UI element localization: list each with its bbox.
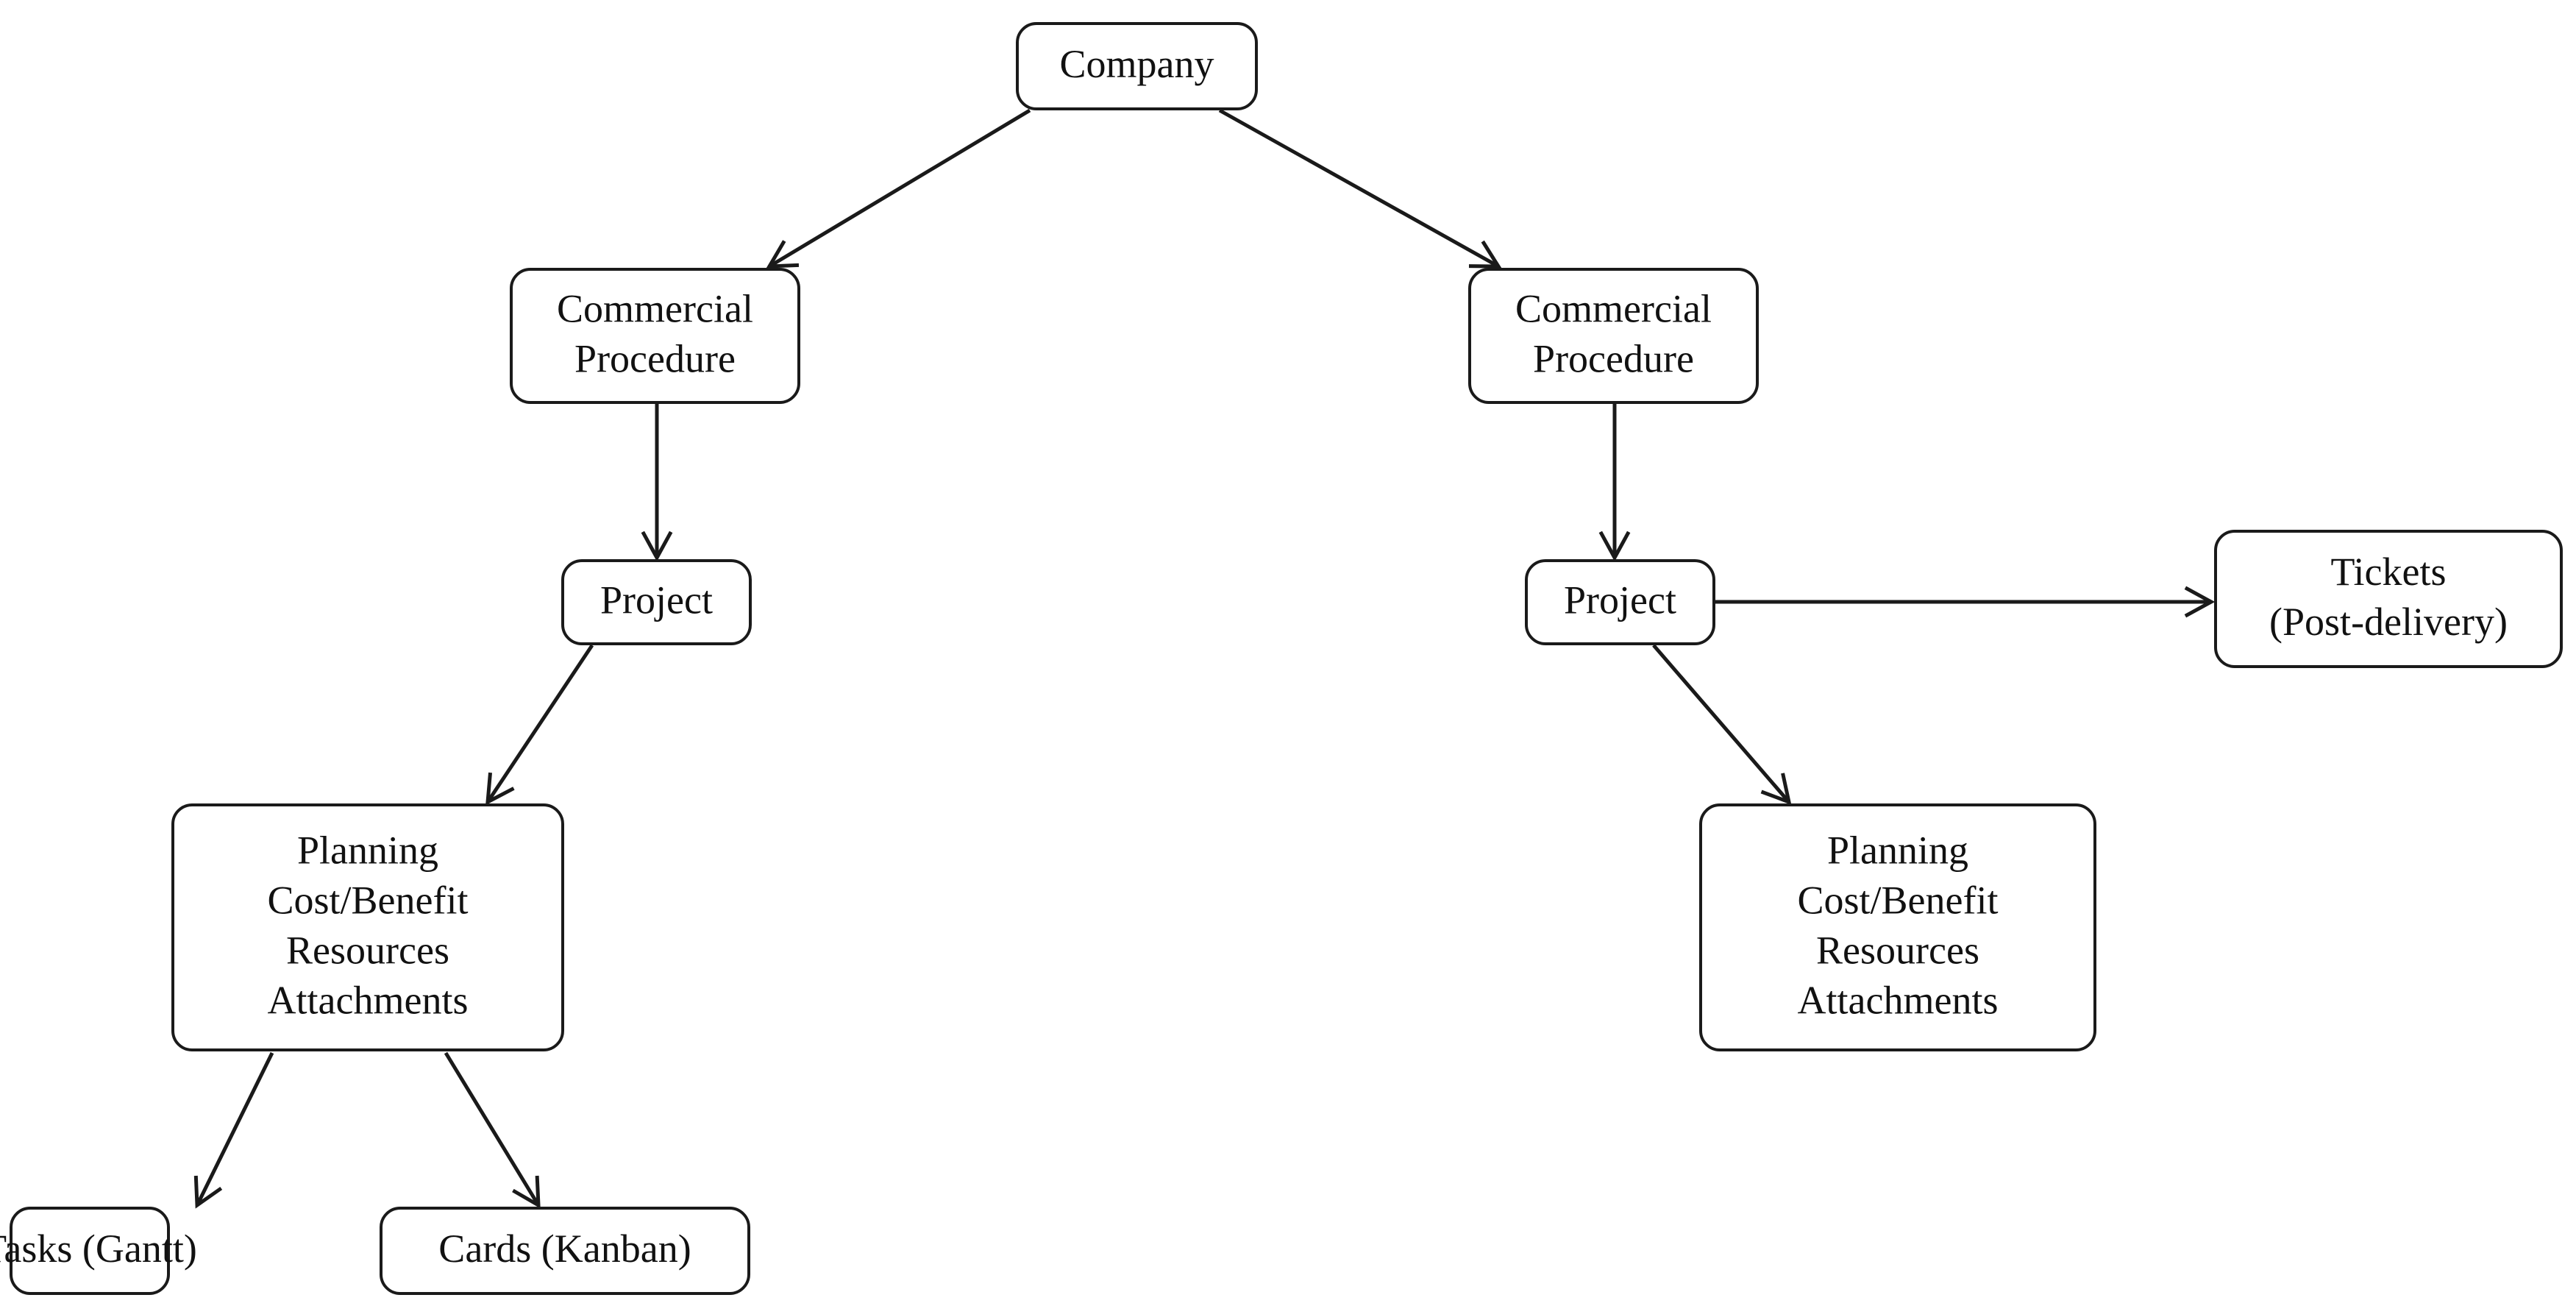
tasks-gantt-node-label-line-0: Tasks (Gantt) bbox=[0, 1227, 197, 1271]
planning-right-node-label-line-2: Resources bbox=[1816, 928, 1979, 972]
project-left-node[interactable]: Project bbox=[561, 559, 752, 645]
edge-company-to-commercial-procedure-left bbox=[766, 108, 1031, 269]
company-node-label-line-0: Company bbox=[1060, 42, 1214, 86]
tasks-gantt-node[interactable]: Tasks (Gantt) bbox=[0, 1207, 197, 1295]
tickets-node[interactable]: Tickets (Post-delivery) bbox=[2214, 530, 2563, 668]
edge-project-left-to-planning-left-line bbox=[485, 644, 594, 803]
edge-company-to-commercial-procedure-left-arrowhead-icon bbox=[766, 240, 800, 269]
tickets-node-label-line-1: (Post-delivery) bbox=[2269, 600, 2508, 644]
edge-planning-left-to-cards-kanban bbox=[444, 1051, 541, 1209]
edge-project-right-to-tickets-arrowhead-icon bbox=[2184, 586, 2216, 618]
edge-commercial-procedure-right-to-project-right-arrowhead-icon bbox=[1598, 530, 1631, 562]
cards-kanban-node-label-line-0: Cards (Kanban) bbox=[438, 1227, 691, 1271]
company-node[interactable]: Company bbox=[1016, 22, 1258, 110]
planning-right-node-label-line-1: Cost/Benefit bbox=[1798, 878, 1999, 922]
edge-commercial-procedure-left-to-project-left bbox=[641, 404, 673, 562]
planning-left-node-label-line-2: Resources bbox=[286, 928, 449, 972]
project-left-node-label-line-0: Project bbox=[600, 578, 713, 622]
planning-right-node-label-line-0: Planning bbox=[1827, 828, 1968, 872]
commercial-procedure-right-node-shape[interactable] bbox=[1468, 268, 1759, 404]
planning-left-node-label-line-3: Attachments bbox=[268, 978, 469, 1022]
edge-company-to-commercial-procedure-right bbox=[1218, 108, 1502, 269]
edge-planning-left-to-cards-kanban-line bbox=[444, 1051, 541, 1207]
nodes-layer: CompanyCommercialProcedureCommercialProc… bbox=[0, 22, 2563, 1295]
planning-left-node-shape[interactable] bbox=[171, 803, 564, 1051]
commercial-procedure-left-node-label-line-0: Commercial bbox=[557, 286, 753, 330]
edge-commercial-procedure-left-to-project-left-arrowhead-icon bbox=[641, 530, 673, 562]
cards-kanban-node[interactable]: Cards (Kanban) bbox=[380, 1207, 750, 1295]
cards-kanban-node-shape[interactable] bbox=[380, 1207, 750, 1295]
edge-project-right-to-tickets bbox=[1715, 586, 2216, 618]
edge-planning-left-to-cards-kanban-arrowhead-icon bbox=[512, 1175, 541, 1209]
company-node-shape[interactable] bbox=[1016, 22, 1258, 110]
project-right-node[interactable]: Project bbox=[1525, 559, 1715, 645]
edge-planning-left-to-tasks-gantt-arrowhead-icon bbox=[193, 1175, 223, 1209]
commercial-procedure-right-node-label-line-0: Commercial bbox=[1515, 286, 1712, 330]
edge-company-to-commercial-procedure-right-line bbox=[1218, 108, 1500, 269]
edge-project-left-to-planning-left bbox=[485, 644, 594, 806]
planning-left-node-label-line-0: Planning bbox=[297, 828, 438, 872]
edge-project-right-to-planning-right-arrowhead-icon bbox=[1760, 773, 1792, 805]
tasks-gantt-node-shape[interactable] bbox=[10, 1207, 170, 1295]
commercial-procedure-left-node-label-line-1: Procedure bbox=[574, 336, 736, 380]
edge-project-right-to-planning-right-line bbox=[1652, 644, 1790, 803]
edge-planning-left-to-tasks-gantt bbox=[193, 1051, 274, 1209]
edge-commercial-procedure-right-to-project-right bbox=[1598, 404, 1631, 562]
edge-company-to-commercial-procedure-right-arrowhead-icon bbox=[1468, 240, 1502, 269]
project-right-node-shape[interactable] bbox=[1525, 559, 1715, 645]
edge-company-to-commercial-procedure-left-line bbox=[768, 108, 1031, 269]
project-left-node-shape[interactable] bbox=[561, 559, 752, 645]
edge-planning-left-to-tasks-gantt-line bbox=[195, 1051, 274, 1207]
commercial-procedure-right-node-label-line-1: Procedure bbox=[1533, 336, 1694, 380]
tickets-node-shape[interactable] bbox=[2214, 530, 2563, 668]
edge-project-right-to-planning-right bbox=[1652, 644, 1792, 805]
edge-project-left-to-planning-left-arrowhead-icon bbox=[485, 772, 515, 806]
project-right-node-label-line-0: Project bbox=[1564, 578, 1676, 622]
planning-right-node-label-line-3: Attachments bbox=[1798, 978, 1999, 1022]
commercial-procedure-left-node-shape[interactable] bbox=[510, 268, 800, 404]
edges-layer bbox=[193, 108, 2216, 1209]
planning-left-node-label-line-1: Cost/Benefit bbox=[268, 878, 469, 922]
planning-right-node-shape[interactable] bbox=[1699, 803, 2096, 1051]
tickets-node-label-line-0: Tickets bbox=[2330, 550, 2446, 594]
